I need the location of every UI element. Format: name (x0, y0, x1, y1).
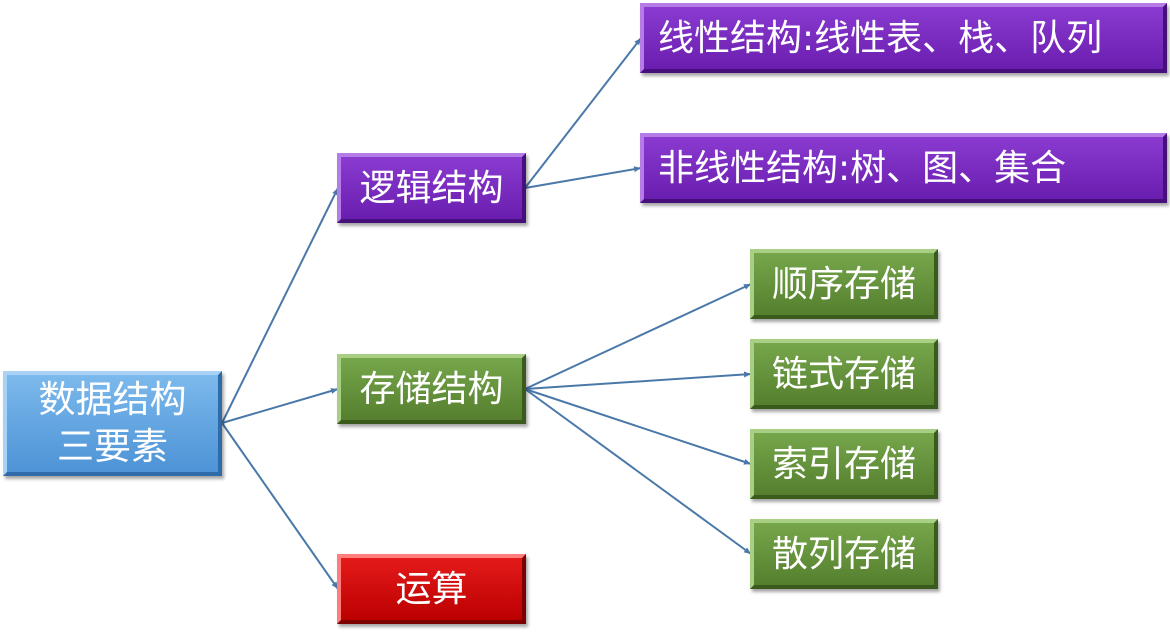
nonlinear-structure-label: 非线性结构:树、图、集合 (658, 147, 1067, 189)
root-node-line2: 三要素 (57, 424, 168, 468)
nonlinear-structure-node: 非线性结构:树、图、集合 (640, 133, 1167, 203)
root-node-line1: 数据结构 (38, 378, 187, 422)
hashed-storage-label: 散列存储 (771, 533, 916, 575)
connector-storage-linked (524, 371, 752, 390)
indexed-storage-node: 索引存储 (750, 429, 938, 499)
linked-storage-node: 链式存储 (750, 339, 938, 409)
operation-node: 运算 (337, 554, 526, 624)
sequential-storage-node: 顺序存储 (750, 249, 938, 319)
logical-structure-node: 逻辑结构 (337, 153, 526, 223)
linear-structure-node: 线性结构:线性表、栈、队列 (640, 3, 1167, 73)
linear-structure-label: 线性结构:线性表、栈、队列 (658, 17, 1103, 59)
hashed-storage-node: 散列存储 (750, 519, 938, 589)
sequential-storage-label: 顺序存储 (771, 263, 916, 305)
connector-storage-hashed (524, 388, 752, 555)
connector-storage-indexed (524, 388, 752, 465)
storage-structure-node: 存储结构 (337, 354, 526, 424)
operation-label: 运算 (395, 568, 468, 610)
connector-logical-linear (524, 37, 642, 189)
linked-storage-label: 链式存储 (771, 353, 916, 395)
storage-structure-label: 存储结构 (359, 368, 504, 410)
connector-root-logical (221, 187, 339, 424)
root-node: 数据结构 三要素 (3, 371, 222, 476)
indexed-storage-label: 索引存储 (771, 443, 916, 485)
logical-structure-label: 逻辑结构 (359, 167, 504, 209)
connector-root-storage (221, 388, 339, 424)
connector-storage-sequential (524, 283, 752, 390)
connector-root-operation (221, 422, 339, 590)
connector-logical-nonlinear (524, 166, 642, 189)
